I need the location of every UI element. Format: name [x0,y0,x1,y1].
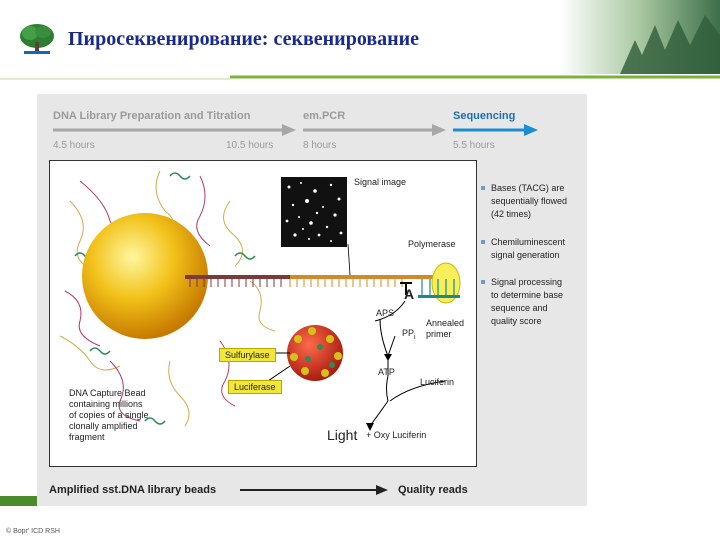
bead-caption-line: clonally amplified [69,421,138,431]
step-empcr: em.PCR [303,110,346,122]
bullet-chemiluminescent: Chemiluminescent signal generation [481,236,581,264]
bullet-line: Bases (TACG) are [491,183,565,193]
luciferin-label: Luciferin [420,377,455,387]
luciferase-label: Luciferase [228,380,282,394]
footer-arrow-icon [240,485,388,495]
copyright-text: © Bopr' ICD RSH [6,528,60,535]
bullet-line: sequentially flowed [491,196,568,206]
step-library-prep: DNA Library Preparation and Titration [53,110,251,122]
bullet-line: quality score [491,316,542,326]
aps-label: APS [376,308,395,318]
tree-logo-icon [20,24,54,54]
bead-caption-line: fragment [69,432,105,442]
bead-caption-line: of copies of a single [69,410,149,420]
ppi-label: PPi [402,328,416,341]
step-sequencing: Sequencing [453,110,516,122]
bullet-line: to determine base [491,290,564,300]
signal-image-label: Signal image [354,177,407,187]
time-empcr: 8 hours [303,140,337,151]
slide-title: Пиросеквенирование: секвенирование [68,28,420,50]
bead-caption-line: DNA Capture Bead [69,388,146,398]
bullet-square-icon [481,240,485,244]
atp-label: ATP [378,367,395,377]
bullet-line: Signal processing [491,277,563,287]
header-divider [0,75,720,81]
time-prep-start: 4.5 hours [53,140,95,151]
bullet-line: (42 times) [491,209,532,219]
sulfurylase-label: Sulfurylase [219,348,276,362]
signal-dots [285,182,343,242]
time-sequencing: 5.5 hours [453,140,495,151]
bullet-line: signal generation [491,250,560,260]
footer-left-label: Amplified sst.DNA library beads [49,484,217,496]
bullet-line: Chemiluminescent [491,237,566,247]
bullet-square-icon [481,280,485,284]
base-a-label: A [404,286,415,302]
bullet-square-icon [481,186,485,190]
slide-header: Пиросеквенирование: секвенирование [0,0,720,81]
bullet-signal-processing: Signal processing to determine base sequ… [481,276,581,332]
light-label: Light [327,427,358,443]
bead-diagram [59,170,461,431]
footer-right-label: Quality reads [398,484,468,496]
bullet-line: sequence and [491,303,548,313]
left-accent-bar [0,496,37,506]
bullet-bases-flowed: Bases (TACG) are sequentially flowed (42… [481,182,581,224]
pipeline-arrows [53,124,538,136]
oxy-luciferin-label: + Oxy Luciferin [366,430,427,440]
bead-caption-line: containing millions [69,399,143,409]
signal-image [281,177,347,247]
time-prep-end: 10.5 hours [226,140,274,151]
bead-caption: DNA Capture Bead containing millions of … [69,388,189,443]
polymerase-label: Polymerase [408,239,456,249]
annealed-primer-label: Annealed primer [426,318,465,339]
forest-decoration [560,0,720,74]
